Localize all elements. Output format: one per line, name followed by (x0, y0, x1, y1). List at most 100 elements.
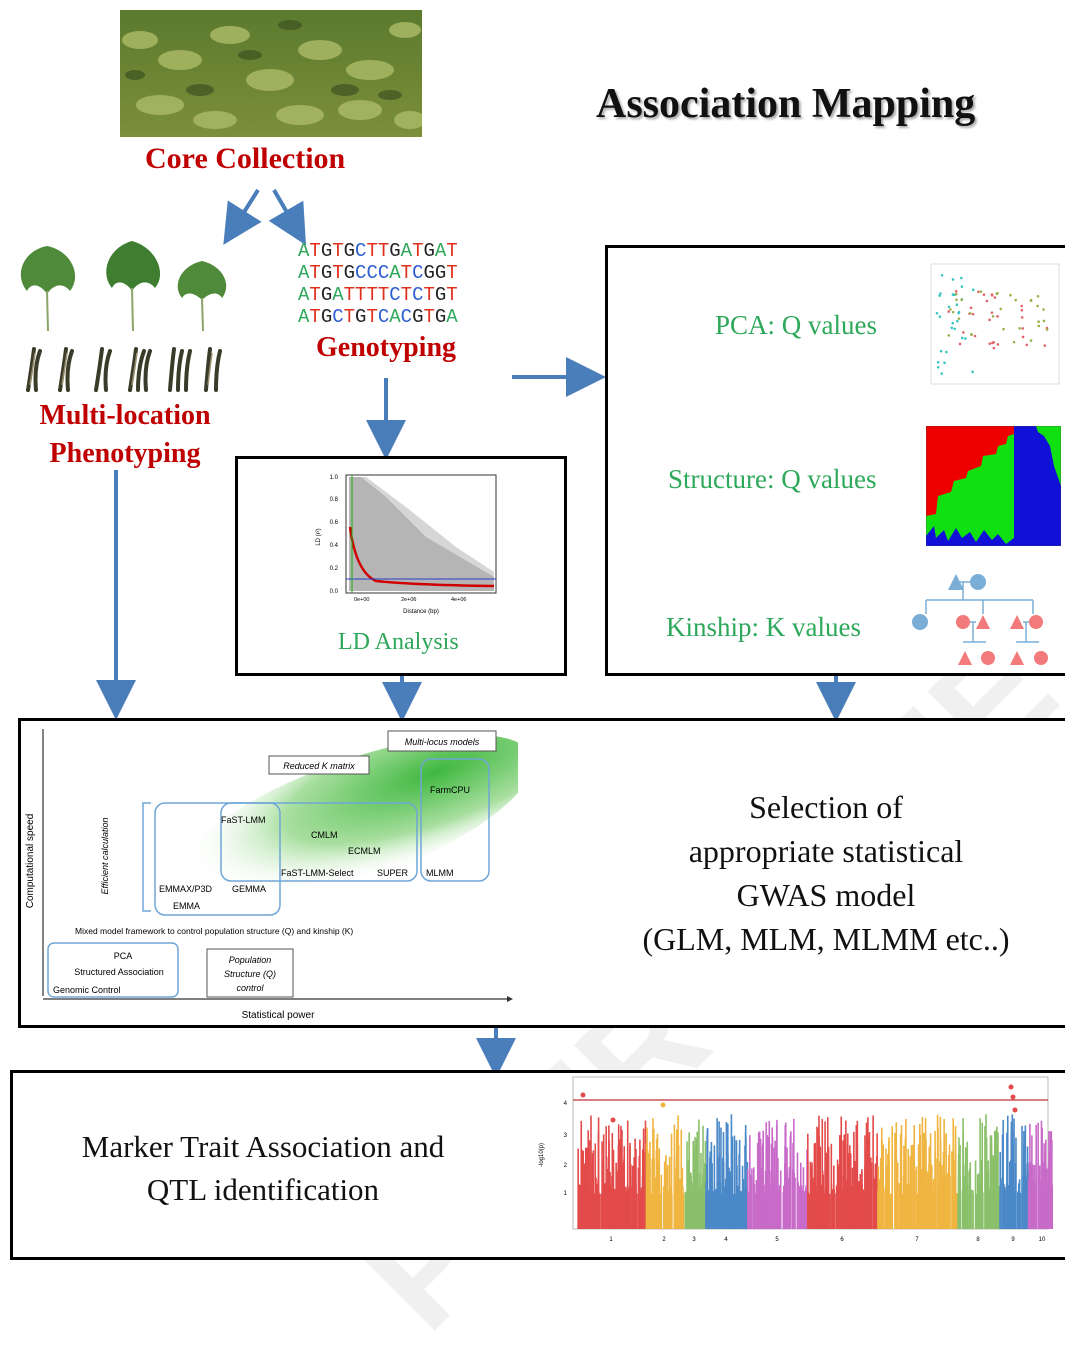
manhattan-peak (1009, 1085, 1014, 1090)
chromosome-tick: 3 (692, 1237, 696, 1243)
fast-lmm-label: FaST-LMM (221, 815, 266, 825)
pca-point (1021, 309, 1024, 312)
pca-point (1037, 325, 1040, 328)
pca-point (1030, 339, 1033, 342)
pca-point (939, 315, 942, 318)
farmcpu-label: FarmCPU (430, 785, 470, 795)
mta-line2: QTL identification (33, 1168, 493, 1211)
mta-box: Marker Trait Association and QTL identif… (10, 1070, 1065, 1260)
structure-barplot (926, 426, 1061, 546)
pca-point (1022, 336, 1025, 339)
genotyping-label: Genotyping (316, 332, 456, 364)
pca-point (996, 315, 999, 318)
pca-point (994, 296, 997, 299)
chromosome-tick: 8 (976, 1237, 980, 1243)
pca-point (972, 313, 975, 316)
manhattan-ytick: 3 (564, 1133, 568, 1139)
reduced-k-label: Reduced K matrix (283, 761, 355, 771)
chromosome-tick: 5 (775, 1237, 779, 1243)
fast-lmm-select-label: FaST-LMM-Select (281, 868, 354, 878)
pca-point (948, 305, 951, 308)
cmlm-label: CMLM (311, 830, 338, 840)
pca-point (937, 366, 940, 369)
pca-point (947, 310, 950, 313)
pca-point (959, 343, 962, 346)
pca-point (960, 299, 963, 302)
emma-label: EMMA (173, 901, 200, 911)
pca-label: PCA: Q values (715, 310, 877, 341)
pca-point (971, 371, 974, 374)
ld-ytick: 1.0 (330, 475, 339, 481)
pca-point (962, 331, 965, 334)
pca-point (991, 311, 994, 314)
pca-point (950, 326, 953, 329)
kinship-label: Kinship: K values (666, 612, 861, 643)
mta-text: Marker Trait Association and QTL identif… (33, 1125, 493, 1211)
pca-point (988, 319, 991, 322)
genomic-control-label: Genomic Control (53, 985, 121, 995)
pca-point (1044, 344, 1047, 347)
pca-point (991, 293, 994, 296)
pca-point (1009, 294, 1012, 297)
model-selection-box: Computational speed Statistical power Mu… (18, 718, 1065, 1028)
pca-point (952, 311, 955, 314)
sequence-line: ATGATTTTCTCTGT (298, 284, 458, 306)
pca-point (1013, 341, 1016, 344)
chromosome-tick: 2 (662, 1237, 666, 1243)
pca-point (970, 333, 973, 336)
mta-line1: Marker Trait Association and (33, 1125, 493, 1168)
ld-ytick: 0.4 (330, 543, 339, 549)
pca-point (939, 292, 942, 295)
ld-analysis-label: LD Analysis (338, 629, 459, 656)
pca-point (983, 293, 986, 296)
manhattan-ylabel: -log10(p) (539, 1143, 545, 1167)
pca-point (992, 315, 995, 318)
sequence-line: ATGTGCCCATCGGT (298, 262, 458, 284)
pca-point (955, 290, 958, 293)
pca-point (1043, 320, 1046, 323)
pca-point (996, 293, 999, 296)
manhattan-ytick: 1 (564, 1191, 568, 1197)
ld-xtick: 4e+06 (451, 597, 466, 603)
ld-xlabel: Distance (bp) (403, 609, 439, 615)
pca-point (943, 362, 946, 365)
mlmm-label: MLMM (426, 868, 454, 878)
manhattan-peak (661, 1103, 666, 1108)
pca-point (991, 342, 994, 345)
pca-point (999, 308, 1002, 311)
ld-decay-plot: 0.0 0.2 0.4 0.6 0.8 1.0 0e+00 2e+06 4e+0… (306, 467, 506, 617)
multi-locus-label: Multi-locus models (405, 737, 480, 747)
manhattan-plot: -log10(p) 12345678910111234 (533, 1075, 1053, 1247)
ecmlm-label: ECMLM (348, 846, 381, 856)
manhattan-peak (611, 1118, 616, 1123)
ld-ylabel: LD (r²) (316, 528, 322, 545)
super-label: SUPER (377, 868, 409, 878)
pca-point (986, 300, 989, 303)
phenotyping-line2: Phenotyping (30, 435, 220, 473)
pca-point (961, 285, 964, 288)
pca-point (948, 334, 951, 337)
chromosome-tick: 10 (1039, 1237, 1046, 1243)
pca-point (953, 328, 956, 331)
pca-point (1021, 327, 1024, 330)
manhattan-ytick: 2 (564, 1163, 568, 1169)
ld-xtick: 0e+00 (354, 597, 369, 603)
mixed-model-label: Mixed model framework to control populat… (75, 926, 353, 936)
pca-point (1036, 305, 1039, 308)
pca-point (1014, 299, 1017, 302)
pca-point (955, 298, 958, 301)
manhattan-peak (581, 1093, 586, 1098)
leaves-image (12, 236, 242, 336)
pca-point (951, 322, 954, 325)
ld-ytick: 0.0 (330, 589, 339, 595)
pca-point (969, 312, 972, 315)
ld-xtick: 2e+06 (401, 597, 416, 603)
pca-scatter (913, 260, 1063, 395)
manhattan-peak (1013, 1108, 1018, 1113)
sequence-line: ATGTGCTTGATGAT (298, 240, 458, 262)
chromosome-tick: 9 (1011, 1237, 1015, 1243)
pca-point (1002, 328, 1005, 331)
structure-label: Structure: Q values (668, 464, 876, 495)
pca-point (974, 335, 977, 338)
arrow-core-to-pheno (234, 190, 258, 228)
